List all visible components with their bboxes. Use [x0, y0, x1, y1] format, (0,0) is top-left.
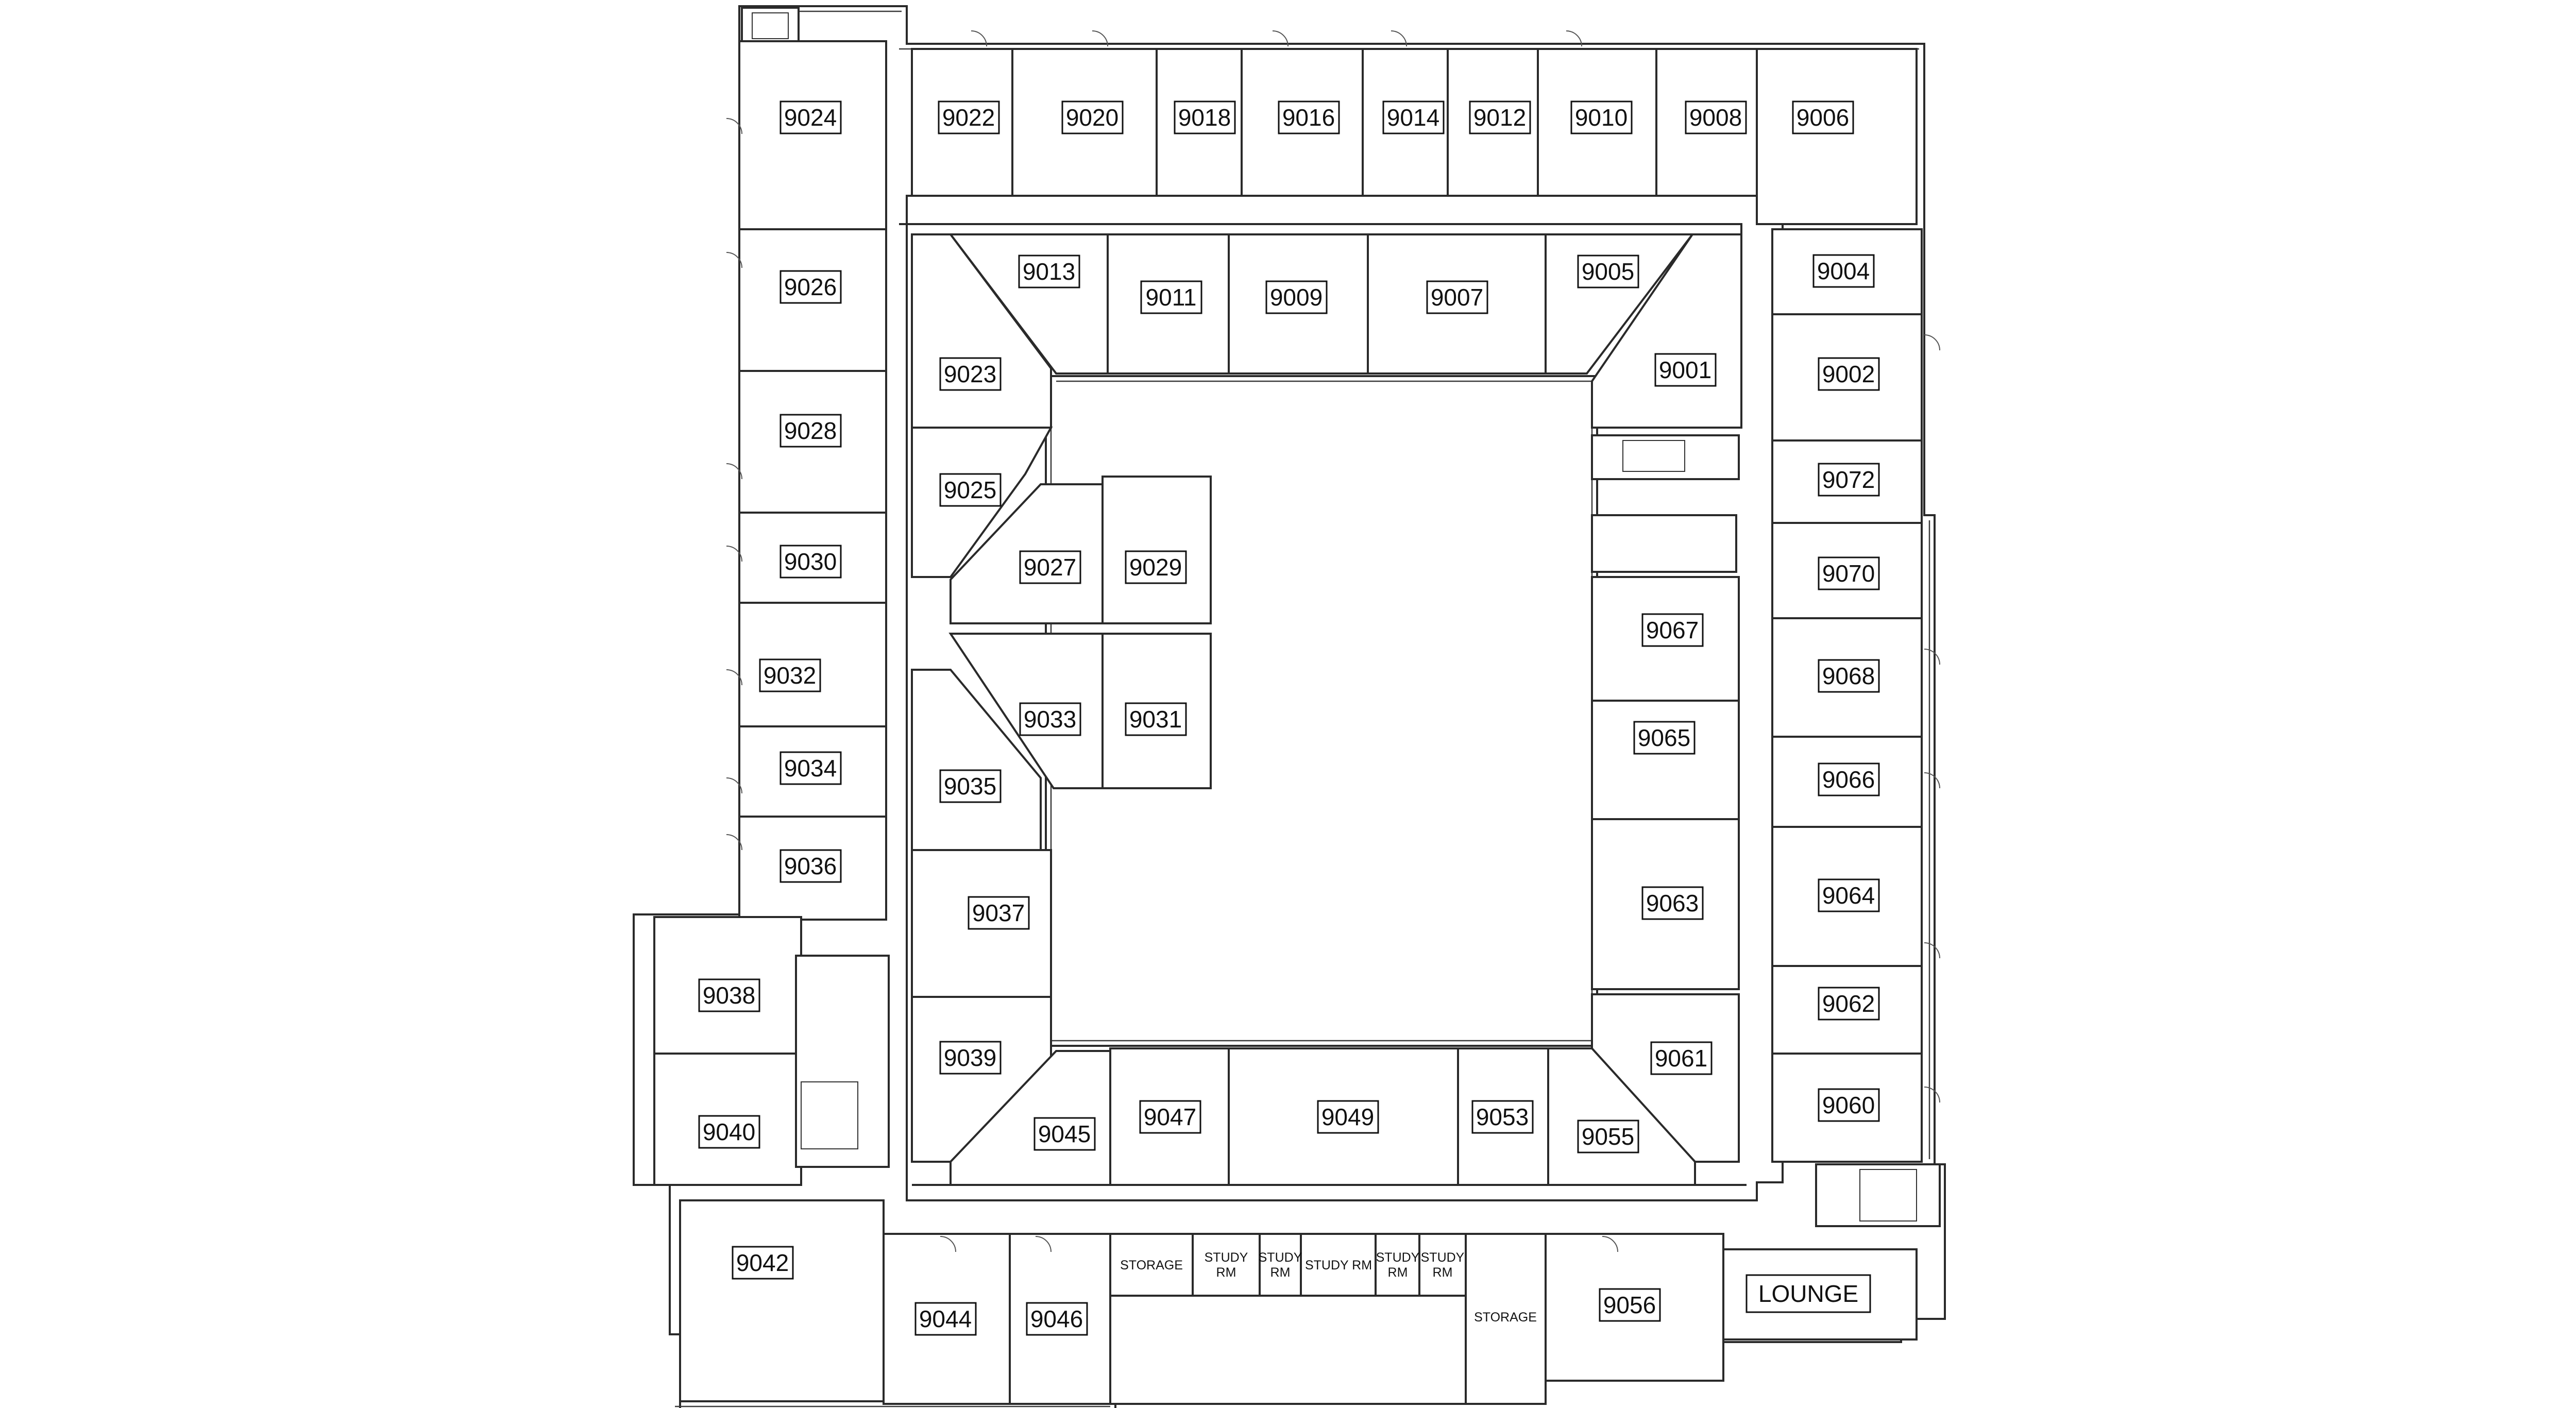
room-9064: 9064 — [1822, 882, 1875, 909]
study-rm-label-5b: RM — [1433, 1265, 1453, 1280]
room-9018: 9018 — [1178, 104, 1231, 131]
room-9045: 9045 — [1038, 1121, 1091, 1147]
room-9032: 9032 — [764, 662, 816, 689]
room-labels: 9024 9022 9020 9018 9016 9014 9012 9010 … — [698, 100, 1880, 1336]
room-9029: 9029 — [1129, 554, 1182, 581]
room-9053: 9053 — [1476, 1104, 1529, 1130]
room-9020: 9020 — [1066, 104, 1118, 131]
room-9065: 9065 — [1638, 724, 1690, 751]
room-9001: 9001 — [1659, 357, 1711, 383]
room-9030: 9030 — [784, 548, 837, 575]
room-9013: 9013 — [1023, 258, 1075, 285]
room-9044: 9044 — [919, 1305, 972, 1332]
room-9004: 9004 — [1817, 258, 1870, 284]
room-9072: 9072 — [1822, 466, 1875, 493]
study-rm-label-4a: STUDY — [1376, 1250, 1420, 1265]
study-rm-label-2b: RM — [1270, 1265, 1291, 1280]
room-9040: 9040 — [703, 1118, 755, 1145]
room-walls-bottom — [883, 1233, 1724, 1405]
small-room-labels: STORAGE STUDY RM STUDY RM STUDY RM STUDY… — [1120, 1250, 1537, 1325]
room-9042: 9042 — [736, 1249, 789, 1276]
room-9031: 9031 — [1129, 706, 1182, 733]
storage-label-1: STORAGE — [1120, 1258, 1183, 1273]
room-9010: 9010 — [1575, 104, 1628, 131]
storage-label-2: STORAGE — [1474, 1310, 1537, 1325]
room-9063: 9063 — [1646, 890, 1699, 917]
room-9033: 9033 — [1024, 706, 1076, 733]
room-9035: 9035 — [944, 773, 996, 800]
room-9038: 9038 — [703, 982, 755, 1009]
room-9056: 9056 — [1603, 1292, 1656, 1318]
room-9002: 9002 — [1822, 361, 1875, 387]
room-9067: 9067 — [1646, 617, 1699, 643]
room-9028: 9028 — [784, 417, 837, 444]
room-9061: 9061 — [1655, 1045, 1707, 1072]
room-9023: 9023 — [944, 361, 996, 387]
room-9012: 9012 — [1473, 104, 1526, 131]
room-9005: 9005 — [1582, 258, 1634, 285]
room-9009: 9009 — [1270, 284, 1323, 311]
room-9026: 9026 — [784, 274, 837, 300]
room-9060: 9060 — [1822, 1092, 1875, 1118]
room-9006: 9006 — [1797, 104, 1849, 131]
room-9036: 9036 — [784, 853, 837, 879]
room-9046: 9046 — [1030, 1305, 1083, 1332]
room-9039: 9039 — [944, 1044, 996, 1071]
room-9011: 9011 — [1146, 284, 1197, 311]
room-9016: 9016 — [1282, 104, 1335, 131]
room-9037: 9037 — [972, 900, 1025, 926]
room-lounge: LOUNGE — [1758, 1280, 1858, 1307]
study-rm-label-1b: RM — [1216, 1265, 1236, 1280]
study-rm-label-1a: STUDY — [1205, 1250, 1248, 1265]
room-walls-right — [1722, 228, 1941, 1341]
room-9049: 9049 — [1321, 1104, 1374, 1130]
room-9027: 9027 — [1024, 554, 1076, 581]
study-rm-label-2a: STUDY — [1259, 1250, 1302, 1265]
room-9008: 9008 — [1689, 104, 1742, 131]
room-9062: 9062 — [1822, 990, 1875, 1017]
study-rm-label-3: STUDY RM — [1305, 1258, 1372, 1273]
room-9066: 9066 — [1822, 766, 1875, 793]
study-rm-label-4b: RM — [1388, 1265, 1408, 1280]
room-9014: 9014 — [1387, 104, 1439, 131]
room-9025: 9025 — [944, 477, 996, 503]
room-9055: 9055 — [1582, 1123, 1634, 1150]
room-9024: 9024 — [784, 104, 837, 131]
door-swings — [726, 30, 1940, 1252]
room-9034: 9034 — [784, 755, 837, 782]
room-9007: 9007 — [1431, 284, 1483, 311]
room-9068: 9068 — [1822, 663, 1875, 689]
room-9022: 9022 — [942, 104, 995, 131]
study-rm-label-5a: STUDY — [1421, 1250, 1465, 1265]
room-9070: 9070 — [1822, 560, 1875, 587]
room-9047: 9047 — [1144, 1104, 1196, 1130]
